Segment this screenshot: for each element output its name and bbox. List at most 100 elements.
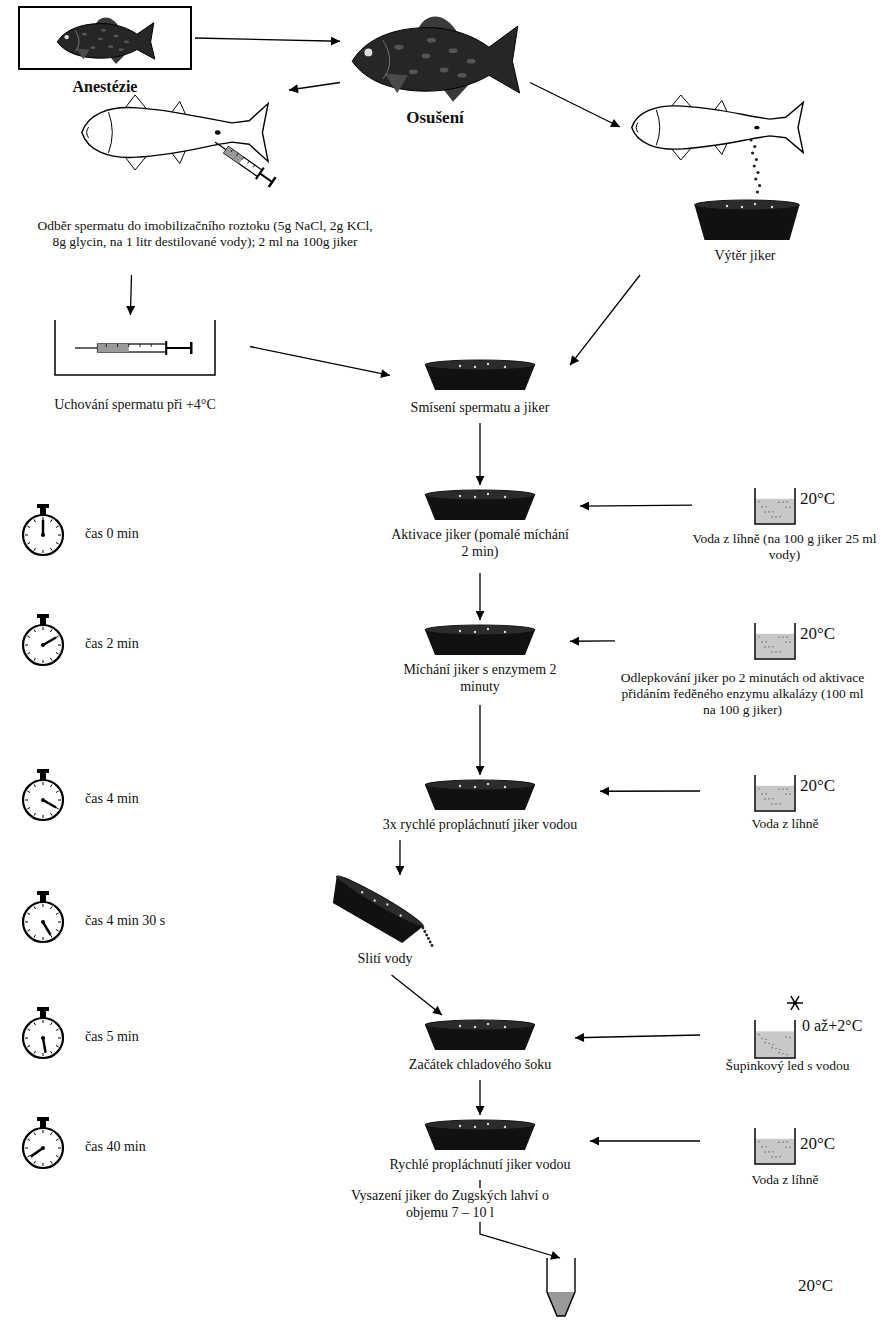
drawing-part (395, 45, 404, 50)
drawing-part (37, 1117, 49, 1121)
drawing-part (779, 803, 781, 805)
edge-label: Vysazení jiker do Zugských lahví o objem… (335, 1188, 565, 1222)
drawing-part (56, 526, 59, 528)
drawing-part (761, 506, 763, 508)
drawing-part (741, 206, 743, 208)
stopwatch (23, 891, 63, 942)
drawing-part (51, 519, 53, 522)
drawing-part (108, 45, 113, 48)
drawing-part (56, 913, 59, 915)
drawing-part (27, 636, 30, 638)
bowl-step: Začátek chladového šoku (385, 1015, 575, 1080)
stopwatch (23, 1117, 63, 1168)
falling-egg (425, 934, 428, 937)
drawing-part (772, 798, 774, 800)
drawing-part (27, 930, 30, 932)
drawing-part (324, 876, 423, 948)
drawing-part (51, 784, 53, 787)
drawing-part (449, 48, 458, 53)
drawing-part (779, 1049, 781, 1051)
drawing-part (364, 49, 372, 57)
syringe (211, 136, 276, 187)
fish-side (57, 18, 155, 64)
drawing-part (440, 68, 449, 73)
drawing-part (785, 793, 787, 795)
drawing-part (778, 501, 780, 503)
ice-beaker: 0 až+2°CŠupinkový led s vodou (700, 990, 875, 1080)
drawing-part (547, 1258, 575, 1316)
falling-egg (427, 937, 430, 940)
drawing-part (758, 1141, 760, 1143)
step-label: Voda z líhně (700, 816, 870, 832)
drawing-part (768, 646, 770, 648)
flow-arrow (600, 790, 700, 792)
step-label: Slití vody (320, 951, 450, 968)
drawing-part (51, 1051, 53, 1054)
falling-egg (423, 930, 426, 933)
drawing-part (386, 903, 389, 906)
drawing-part (56, 1029, 59, 1031)
drawing-part (51, 1161, 53, 1164)
drawing-part (56, 653, 59, 655)
water-beaker: 20°CVoda z líhně (na 100 g jiker 25 ml v… (692, 483, 877, 568)
drawing-part (487, 1123, 489, 1125)
drawing-part (756, 1139, 794, 1163)
drawing-part (101, 29, 106, 32)
drawing-part (487, 783, 489, 785)
time-label: čas 4 min (85, 791, 139, 808)
drawing-part (41, 798, 45, 802)
drawing-part (41, 920, 45, 924)
fish-top-view (82, 95, 268, 170)
enzyme-beaker: 20°COdlepkování jiker po 2 minutách od a… (615, 618, 870, 753)
drawing-part (487, 363, 489, 365)
drawing-part (98, 344, 129, 352)
drawing-part (782, 501, 784, 503)
drawing-part (43, 1163, 44, 1166)
falling-egg (758, 184, 761, 187)
drawing-part (772, 1151, 774, 1153)
drawing-part (791, 996, 799, 1010)
bowl-step: Aktivace jiker (pomalé míchání 2 min) (380, 485, 580, 573)
drawing-part (151, 344, 152, 347)
drawing-part (504, 496, 506, 498)
drawing-part (425, 625, 535, 635)
temperature-label: 20°C (800, 624, 860, 644)
drawing-part (27, 791, 30, 793)
step-label: Odběr spermatu do imobilizačního roztoku… (30, 218, 380, 250)
drawing-part (772, 646, 774, 648)
zug-bottle (547, 1258, 575, 1316)
drawing-part (765, 793, 767, 795)
flow-arrow (575, 1035, 700, 1038)
falling-egg (431, 944, 434, 947)
drawing-part (754, 203, 756, 205)
drawing-part (459, 365, 461, 367)
drawing-part (117, 344, 118, 347)
flow-arrow (250, 347, 390, 376)
flow-arrow (479, 1080, 480, 1115)
drawing-part (27, 543, 30, 545)
drawing-part (768, 1043, 770, 1045)
drawing-part (791, 996, 799, 1010)
drawing-part (459, 630, 461, 632)
fish-top-view (632, 95, 804, 160)
drawing-part (756, 634, 794, 658)
drawing-part (334, 872, 426, 931)
flow-arrow (479, 705, 480, 775)
drawing-part (27, 653, 30, 655)
drawing-part (31, 1148, 43, 1157)
drawing-part (474, 631, 476, 633)
anesthesia-tank: Anestézie (15, 5, 195, 105)
drawing-part (764, 646, 766, 648)
temperature-label: 20°C (800, 776, 862, 796)
water-beaker: 20°C Voda z líhně (700, 770, 870, 840)
drawing-part (765, 506, 767, 508)
drawing-part (761, 1038, 763, 1040)
drawing-part (43, 904, 44, 907)
bowl (425, 360, 535, 390)
drawing-part (755, 623, 795, 659)
stopwatch (23, 614, 63, 665)
drawing-part (58, 1038, 61, 1039)
sperm-collection: Odběr spermatu do imobilizačního roztoku… (30, 90, 380, 275)
drawing-part (778, 788, 780, 790)
drawing-part (422, 54, 431, 59)
